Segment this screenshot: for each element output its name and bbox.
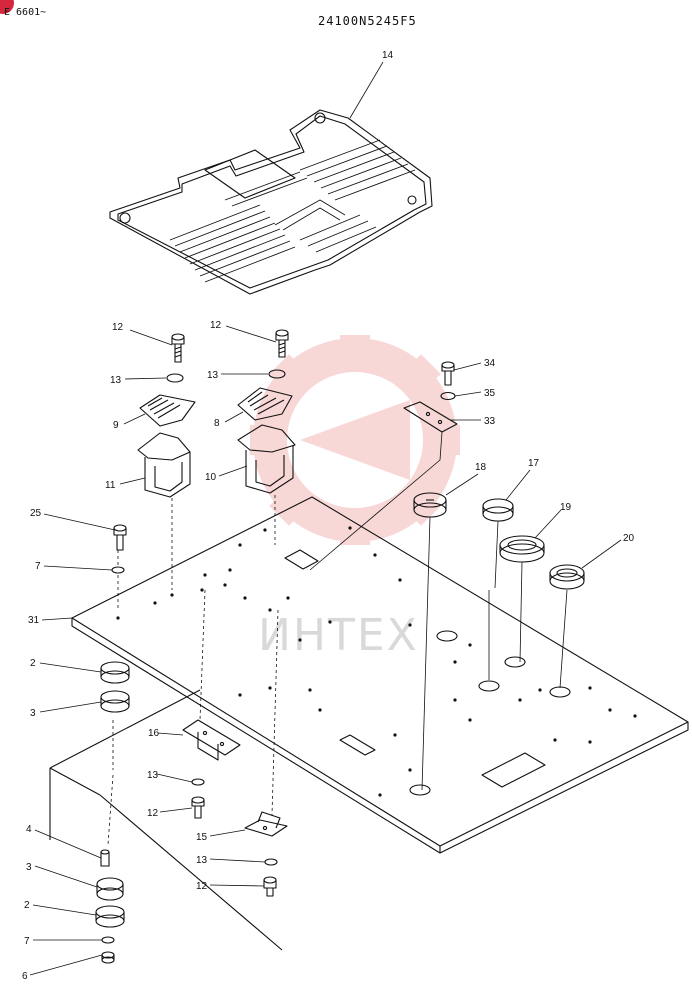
plug-17 <box>482 498 514 522</box>
bolt-12-lower-a <box>191 796 205 819</box>
callout-17: 17 <box>528 458 540 469</box>
callout-7-b: 7 <box>24 936 30 947</box>
cushion-2-upper <box>100 661 130 684</box>
callout-12-c: 12 <box>147 808 159 819</box>
bolt-12-upper-left <box>171 333 185 363</box>
callout-2-b: 2 <box>24 900 30 911</box>
callout-4: 4 <box>26 824 32 835</box>
callout-13-a: 13 <box>110 375 122 386</box>
callout-9: 9 <box>113 420 119 431</box>
cushion-3-upper <box>100 690 130 713</box>
callout-34: 34 <box>484 358 496 369</box>
callout-7-a: 7 <box>35 561 41 572</box>
callout-3-b: 3 <box>26 862 32 873</box>
callout-20: 20 <box>623 533 635 544</box>
watermark-gear-logo <box>250 335 460 545</box>
callout-2-a: 2 <box>30 658 36 669</box>
base-plate <box>71 496 689 854</box>
bolt-12-lower-b <box>263 876 277 897</box>
callout-15: 15 <box>196 832 208 843</box>
alignment-lines <box>309 431 568 791</box>
callout-16: 16 <box>148 728 160 739</box>
bolt-25 <box>113 524 127 551</box>
assembly-lines <box>107 495 279 846</box>
washer-13-lower-b <box>264 858 278 866</box>
callout-12-d: 12 <box>196 881 208 892</box>
watermark-text: ИНТЕХ <box>258 610 419 661</box>
drawing-number: 24100N5245F5 <box>318 14 417 28</box>
callout-13-d: 13 <box>196 855 208 866</box>
washer-13-upper-left <box>166 373 184 383</box>
callout-6: 6 <box>22 971 28 982</box>
bolt-34 <box>441 361 455 386</box>
callout-12-b: 12 <box>210 320 222 331</box>
callout-25: 25 <box>30 508 42 519</box>
callout-13-b: 13 <box>207 370 219 381</box>
callout-10: 10 <box>205 472 217 483</box>
callout-3-a: 3 <box>30 708 36 719</box>
callout-8: 8 <box>214 418 220 429</box>
washer-7-upper <box>111 566 125 574</box>
stud-4 <box>100 849 110 867</box>
cover-plate-33 <box>403 401 458 433</box>
washer-13-lower-a <box>191 778 205 786</box>
callout-31: 31 <box>28 615 40 626</box>
pedal-pad-9 <box>139 394 196 427</box>
callout-13-c: 13 <box>147 770 159 781</box>
washer-13-upper-mid <box>268 369 286 379</box>
oval-grommet-19 <box>499 535 545 563</box>
callout-11: 11 <box>105 480 116 491</box>
plate-holes <box>116 526 637 797</box>
callout-14: 14 <box>382 50 394 61</box>
model-range-label: E 6601~ <box>4 7 47 18</box>
pedal-bracket-11 <box>137 432 191 498</box>
washer-7-lower <box>101 936 115 944</box>
grommet-18 <box>413 492 447 518</box>
floor-mat <box>109 109 433 295</box>
cushion-3-lower <box>96 877 124 901</box>
callout-35: 35 <box>484 388 496 399</box>
bolt-12-upper-mid <box>275 329 289 358</box>
callout-33: 33 <box>484 416 496 427</box>
bracket-15 <box>244 811 288 837</box>
nut-6 <box>101 951 115 964</box>
grommet-20 <box>549 564 585 590</box>
callout-12-a: 12 <box>112 322 124 333</box>
callout-labels: 14 12 13 9 11 12 13 8 10 34 35 33 18 17 … <box>22 50 635 982</box>
pedal-pad-8 <box>237 387 293 421</box>
corner-badge <box>0 0 14 14</box>
leader-lines <box>29 61 622 976</box>
callout-19: 19 <box>560 502 572 513</box>
pedal-bracket-10 <box>237 424 296 494</box>
bracket-16 <box>182 719 241 761</box>
callout-18: 18 <box>475 462 487 473</box>
floor-panel-underside <box>49 689 283 951</box>
cushion-2-lower <box>95 905 125 928</box>
